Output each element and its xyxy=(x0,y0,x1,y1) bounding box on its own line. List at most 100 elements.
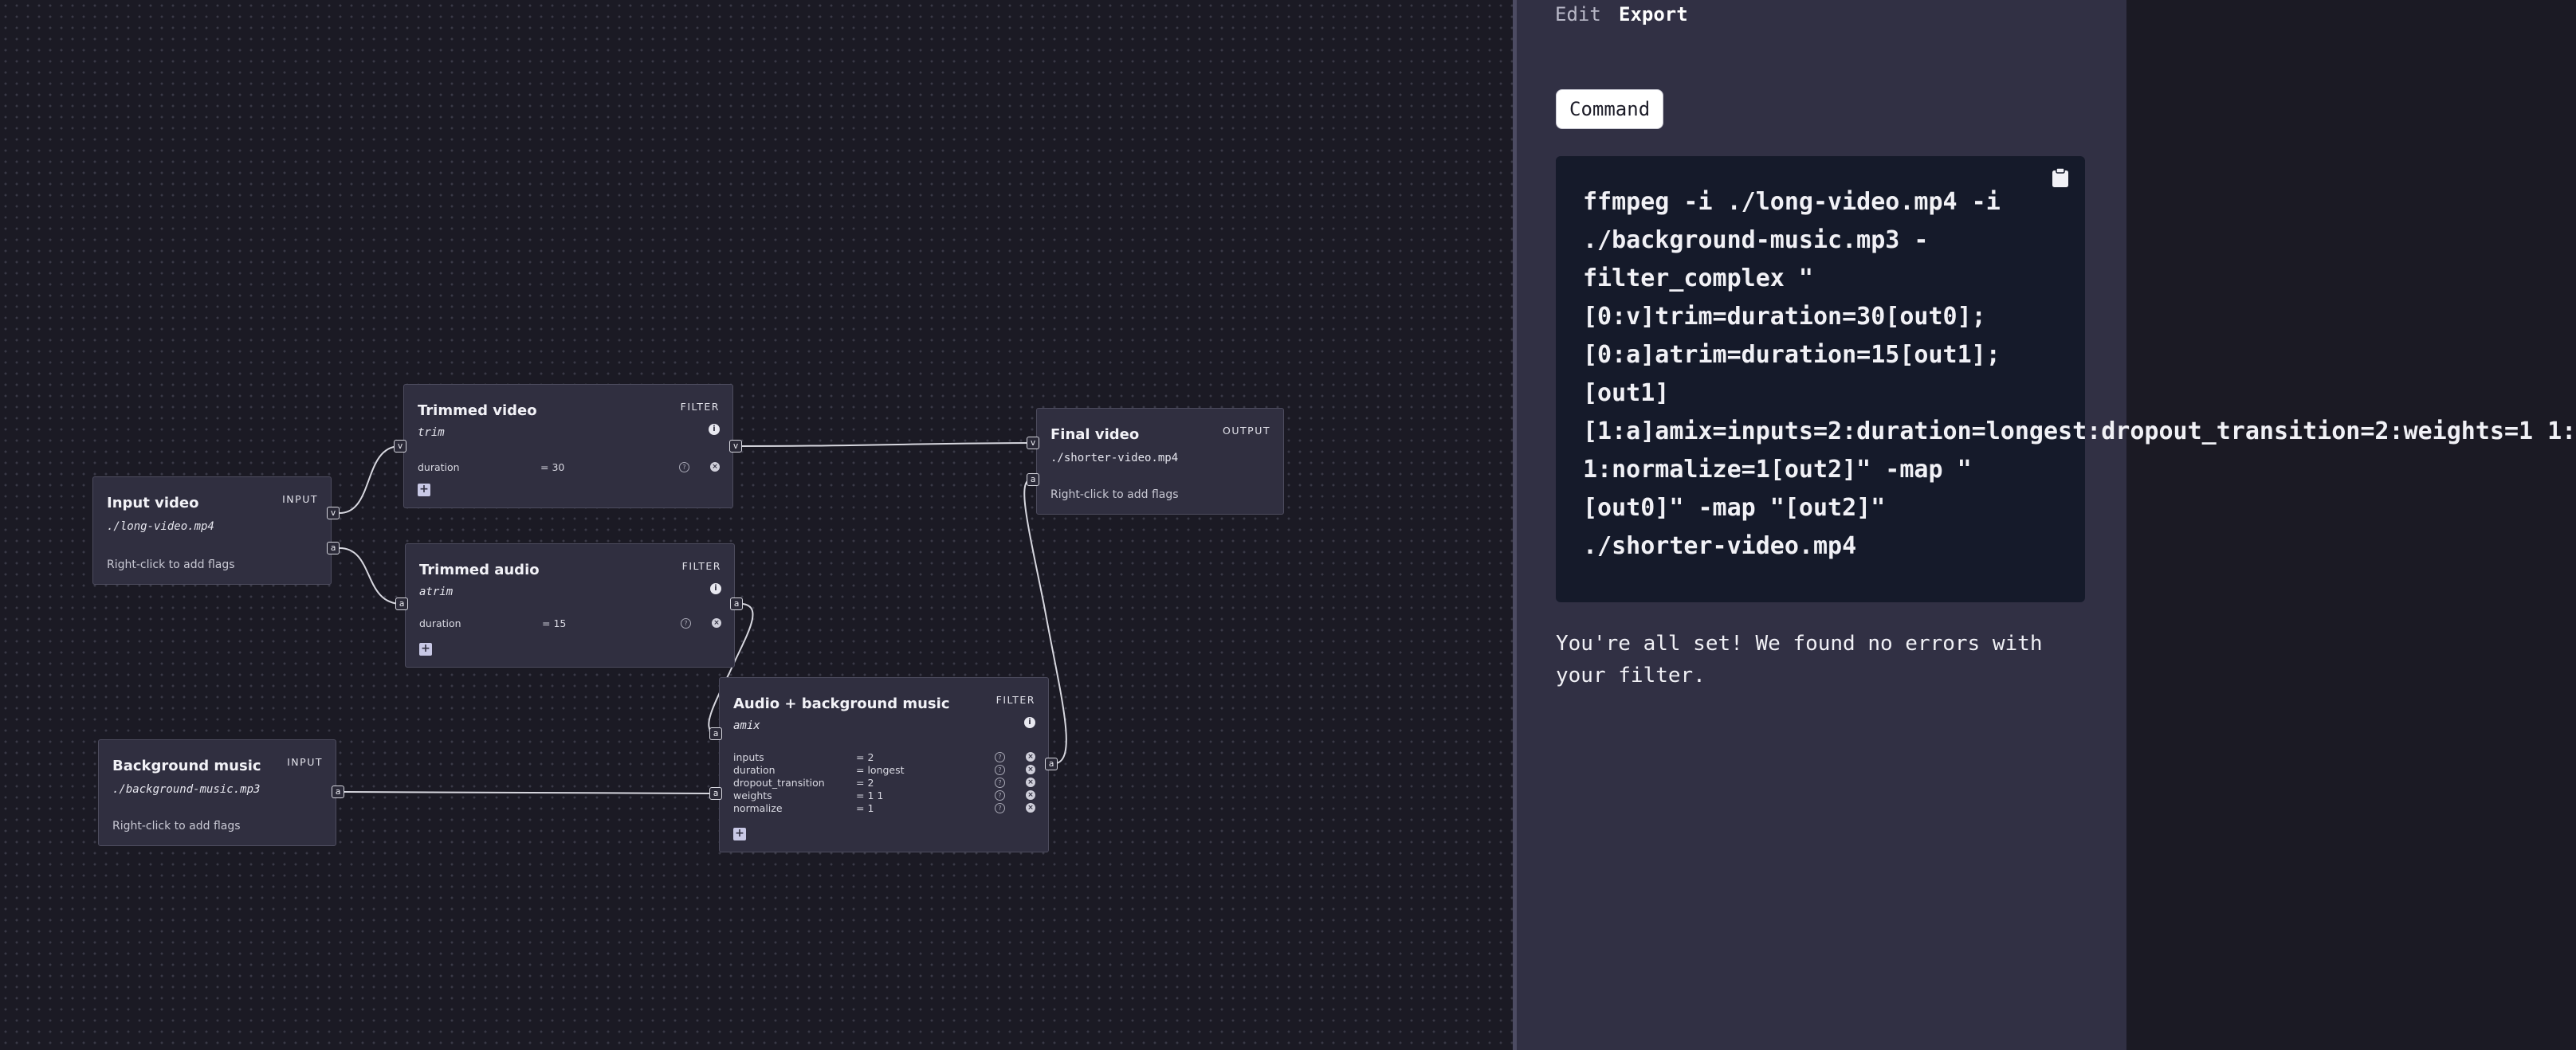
remove-icon[interactable]: × xyxy=(710,462,720,472)
edge-music-to-mix xyxy=(344,791,717,794)
node-title: Audio + background music xyxy=(733,695,950,712)
help-icon[interactable]: ? xyxy=(995,778,1005,788)
filter-name: trim xyxy=(418,426,445,439)
command-line: [out1] xyxy=(1583,379,1670,407)
port-audio-out[interactable]: a xyxy=(327,542,340,554)
tab-edit[interactable]: Edit xyxy=(1555,3,1601,25)
node-hint: Right-click to add flags xyxy=(1050,488,1179,501)
remove-icon[interactable]: × xyxy=(1026,778,1035,787)
add-param-button[interactable]: + xyxy=(419,643,432,656)
param-value[interactable]: = 15 xyxy=(542,617,567,629)
node-title: Trimmed video xyxy=(418,402,537,419)
add-param-button[interactable]: + xyxy=(418,484,430,496)
help-icon[interactable]: ? xyxy=(995,752,1005,762)
port-audio-out[interactable]: a xyxy=(1045,758,1058,770)
command-line: [0:v]trim=duration=30[out0]; xyxy=(1583,303,1986,331)
node-title: Trimmed audio xyxy=(419,562,540,578)
node-file-path: ./shorter-video.mp4 xyxy=(1050,452,1179,464)
param-name: duration xyxy=(733,764,776,776)
port-audio-in[interactable]: a xyxy=(1027,473,1039,486)
param-row: duration = longest ? × xyxy=(733,764,1035,777)
node-kind-badge: OUTPUT xyxy=(1223,425,1270,437)
remove-icon[interactable]: × xyxy=(1026,803,1035,813)
panel-divider[interactable] xyxy=(1513,0,1517,1050)
param-name: duration xyxy=(419,617,461,629)
node-kind-badge: FILTER xyxy=(680,401,720,413)
tab-export[interactable]: Export xyxy=(1619,3,1688,25)
port-audio-in[interactable]: a xyxy=(395,597,408,610)
param-row: dropout_transition = 2 ? × xyxy=(733,777,1035,789)
param-row: normalize = 1 ? × xyxy=(733,802,1035,815)
port-audio-in[interactable]: a xyxy=(709,787,722,800)
param-row: duration = 15 ? × xyxy=(419,617,721,630)
node-audio-mix[interactable]: Audio + background music FILTER amix i i… xyxy=(719,677,1049,852)
port-video-out[interactable]: v xyxy=(729,440,742,453)
param-name: normalize xyxy=(733,802,783,814)
help-icon[interactable]: ? xyxy=(995,765,1005,775)
param-name: weights xyxy=(733,789,772,801)
param-value[interactable]: = 1 1 xyxy=(856,789,884,801)
param-name: inputs xyxy=(733,751,764,763)
param-value[interactable]: = 1 xyxy=(856,802,874,814)
node-kind-badge: FILTER xyxy=(995,694,1035,706)
param-row: duration = 30 ? × xyxy=(418,461,720,474)
node-final-video[interactable]: Final video OUTPUT ./shorter-video.mp4 R… xyxy=(1036,408,1284,515)
node-trimmed-video[interactable]: Trimmed video FILTER trim i duration = 3… xyxy=(403,384,733,508)
node-title: Input video xyxy=(107,495,199,511)
node-hint: Right-click to add flags xyxy=(112,820,241,833)
edge-input-video-to-trim xyxy=(339,445,401,514)
node-input-video[interactable]: Input video INPUT ./long-video.mp4 Right… xyxy=(92,476,332,585)
port-video-in[interactable]: v xyxy=(394,440,406,453)
command-output[interactable]: ffmpeg -i ./long-video.mp4 -i ./backgrou… xyxy=(1556,156,2576,602)
param-value[interactable]: = 2 xyxy=(856,751,874,763)
help-icon[interactable]: ? xyxy=(995,790,1005,801)
node-trimmed-audio[interactable]: Trimmed audio FILTER atrim i duration = … xyxy=(405,543,735,668)
param-value[interactable]: = longest xyxy=(856,764,905,776)
node-file-path: ./background-music.mp3 xyxy=(112,783,261,796)
port-audio-in[interactable]: a xyxy=(709,727,722,740)
remove-icon[interactable]: × xyxy=(1026,765,1035,774)
node-title: Final video xyxy=(1050,426,1140,443)
port-audio-out[interactable]: a xyxy=(332,786,344,798)
param-name: dropout_transition xyxy=(733,777,825,789)
remove-icon[interactable]: × xyxy=(1026,790,1035,800)
node-kind-badge: INPUT xyxy=(287,756,323,768)
command-line: ffmpeg -i ./long-video.mp4 -i xyxy=(1583,188,2001,216)
param-row: inputs = 2 ? × xyxy=(733,751,1035,764)
export-panel: Edit Export Command ffmpeg -i ./long-vid… xyxy=(1517,0,2576,1050)
node-background-music[interactable]: Background music INPUT ./background-musi… xyxy=(98,739,336,846)
param-value[interactable]: = 30 xyxy=(540,461,565,473)
param-list: duration = 30 ? × xyxy=(418,461,720,474)
edge-trim-to-final xyxy=(740,442,1034,447)
node-kind-badge: INPUT xyxy=(282,493,318,505)
clipboard-icon[interactable] xyxy=(2052,167,2069,188)
port-video-in[interactable]: v xyxy=(1027,437,1039,449)
remove-icon[interactable]: × xyxy=(1026,752,1035,762)
help-icon[interactable]: ? xyxy=(995,803,1005,813)
port-video-out[interactable]: v xyxy=(327,507,340,519)
info-icon[interactable]: i xyxy=(710,583,721,594)
command-line: [1:a]amix=inputs=2:duration=longest:drop… xyxy=(1583,417,2576,445)
param-name: duration xyxy=(418,461,460,473)
param-value[interactable]: = 2 xyxy=(856,777,874,789)
node-title: Background music xyxy=(112,758,261,774)
command-text[interactable]: ffmpeg -i ./long-video.mp4 -i ./backgrou… xyxy=(1583,183,2576,566)
add-param-button[interactable]: + xyxy=(733,828,746,840)
filter-name: atrim xyxy=(419,586,454,598)
command-line: [0:a]atrim=duration=15[out1]; xyxy=(1583,341,2001,369)
remove-icon[interactable]: × xyxy=(712,618,721,628)
node-file-path: ./long-video.mp4 xyxy=(107,520,214,533)
param-row: weights = 1 1 ? × xyxy=(733,789,1035,802)
edge-input-audio-to-atrim xyxy=(339,547,402,605)
command-line: ./shorter-video.mp4 xyxy=(1583,532,1857,560)
param-list: inputs = 2 ? × duration = longest ? × dr… xyxy=(733,751,1035,815)
help-icon[interactable]: ? xyxy=(681,618,691,629)
help-icon[interactable]: ? xyxy=(679,462,689,472)
command-line: 1:normalize=1[out2]" -map " xyxy=(1583,456,1972,484)
port-audio-out[interactable]: a xyxy=(730,597,743,610)
info-icon[interactable]: i xyxy=(709,424,720,435)
command-line: ./background-music.mp3 - xyxy=(1583,226,1929,254)
info-icon[interactable]: i xyxy=(1024,717,1035,728)
graph-canvas[interactable]: Input video INPUT ./long-video.mp4 Right… xyxy=(0,0,1513,1050)
param-list: duration = 15 ? × xyxy=(419,617,721,630)
